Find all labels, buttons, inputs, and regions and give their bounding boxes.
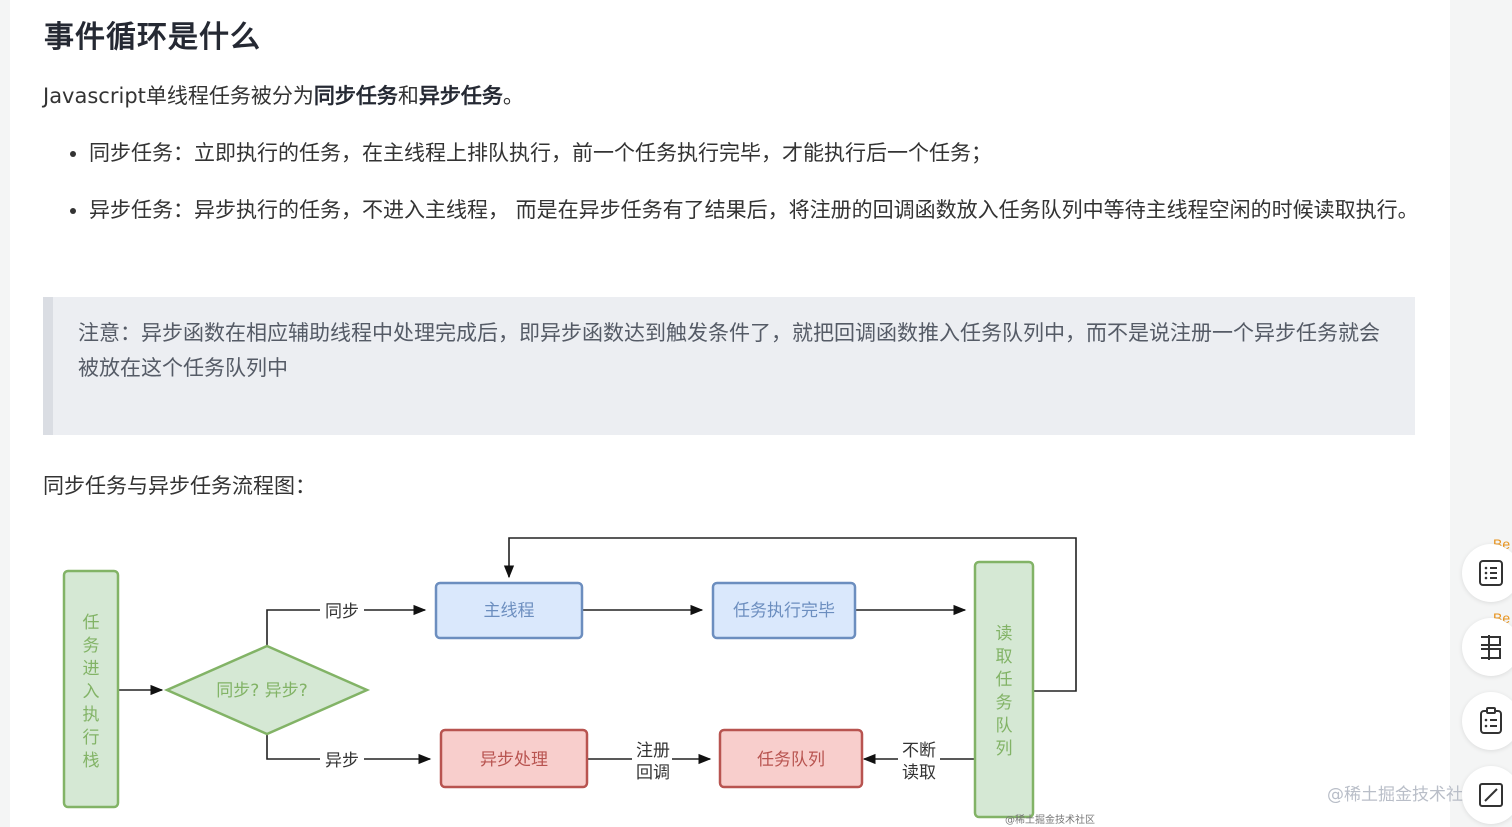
list-outline-icon bbox=[1479, 560, 1503, 586]
stack-char: 入 bbox=[83, 682, 100, 702]
intro-prefix: Javascript单线程任务被分为 bbox=[43, 84, 314, 108]
stack-char: 栈 bbox=[83, 751, 100, 771]
arrow-sync-branch bbox=[266, 604, 427, 646]
node-decision-label: 同步? 异步? bbox=[216, 681, 307, 701]
label-bg-keep-reading bbox=[898, 736, 940, 784]
stack-char: 行 bbox=[83, 728, 100, 748]
node-decision bbox=[163, 644, 371, 736]
label-bg-sync bbox=[320, 599, 364, 621]
node-task-queue-label: 任务队列 bbox=[757, 750, 825, 770]
list-item-sync: 同步任务：立即执行的任务，在主线程上排队执行，前一个任务执行完毕，才能执行后一个… bbox=[89, 136, 1429, 171]
intro-suffix: 。 bbox=[502, 84, 524, 108]
node-async-process-label: 异步处理 bbox=[480, 750, 548, 770]
diagram-watermark: @稀土掘金技术社区 bbox=[1005, 813, 1095, 826]
stack-char: 务 bbox=[83, 636, 100, 656]
node-main-thread-label: 主线程 bbox=[484, 601, 535, 621]
arrow-async-branch bbox=[266, 734, 432, 765]
edge-label-async: 异步 bbox=[325, 751, 359, 771]
edit-note-icon bbox=[1479, 783, 1503, 807]
clipboard-icon bbox=[1480, 707, 1502, 734]
list-item-async: 异步任务：异步执行的任务，不进入主线程， 而是在异步任务有了结果后，将注册的回调… bbox=[89, 193, 1429, 228]
task-type-list: 同步任务：立即执行的任务，在主线程上排队执行，前一个任务执行完毕，才能执行后一个… bbox=[43, 136, 1429, 250]
label-bg-async bbox=[320, 748, 364, 770]
node-main-thread bbox=[434, 581, 584, 640]
outline-button[interactable] bbox=[1462, 544, 1512, 602]
read-char: 取 bbox=[996, 647, 1013, 667]
node-task-done bbox=[711, 581, 857, 640]
label-bg-register bbox=[632, 736, 672, 784]
section-heading: 事件循环是什么 bbox=[44, 20, 261, 55]
intro-bold-async: 异步任务 bbox=[418, 84, 503, 108]
node-enter-stack-label: 任 务 进 入 执 行 栈 bbox=[83, 613, 100, 771]
site-watermark: @稀土掘金技术社区 bbox=[1327, 785, 1480, 805]
node-read-queue bbox=[973, 560, 1035, 819]
node-async-process bbox=[439, 728, 589, 789]
note-text: 注意：异步函数在相应辅助线程中处理完成后，即异步函数达到触发条件了，就把回调函数… bbox=[78, 321, 1380, 380]
read-char: 读 bbox=[996, 624, 1013, 644]
read-char: 列 bbox=[996, 739, 1013, 759]
stack-char: 任 bbox=[83, 613, 100, 633]
flowchart-diagram: 同步 异步 注册 回调 不断 读取 任 务 进 入 执 行 栈 同步? 异步? … bbox=[62, 537, 1095, 826]
split-view-button[interactable] bbox=[1462, 618, 1512, 676]
edge-label-sync: 同步 bbox=[325, 602, 359, 622]
intro-paragraph: Javascript单线程任务被分为同步任务和异步任务。 bbox=[43, 80, 524, 110]
edge-label-register: 注册 bbox=[636, 741, 670, 761]
article-content: 事件循环是什么 Javascript单线程任务被分为同步任务和异步任务。 同步任… bbox=[10, 0, 1450, 827]
intro-middle: 和 bbox=[397, 84, 419, 108]
split-layout-icon bbox=[1481, 635, 1501, 660]
read-char: 任 bbox=[996, 670, 1013, 690]
flow-caption: 同步任务与异步任务流程图： bbox=[43, 474, 316, 498]
node-read-queue-label: 读 取 任 务 队 列 bbox=[996, 624, 1013, 759]
clipboard-button[interactable] bbox=[1462, 692, 1512, 750]
edge-label-read: 读取 bbox=[902, 763, 936, 783]
note-blockquote: 注意：异步函数在相应辅助线程中处理完成后，即异步函数达到触发条件了，就把回调函数… bbox=[43, 297, 1415, 435]
intro-bold-sync: 同步任务 bbox=[313, 84, 398, 108]
node-task-queue bbox=[718, 728, 864, 789]
stack-char: 执 bbox=[83, 705, 100, 725]
edge-label-callback: 回调 bbox=[636, 763, 670, 783]
read-char: 务 bbox=[996, 693, 1013, 713]
edge-label-keep: 不断 bbox=[902, 741, 936, 761]
read-char: 队 bbox=[996, 716, 1013, 736]
stack-char: 进 bbox=[83, 659, 100, 679]
edit-button[interactable] bbox=[1462, 766, 1512, 824]
arrow-loop-back bbox=[503, 537, 1077, 692]
node-enter-stack bbox=[62, 569, 120, 809]
node-task-done-label: 任务执行完毕 bbox=[733, 601, 835, 621]
